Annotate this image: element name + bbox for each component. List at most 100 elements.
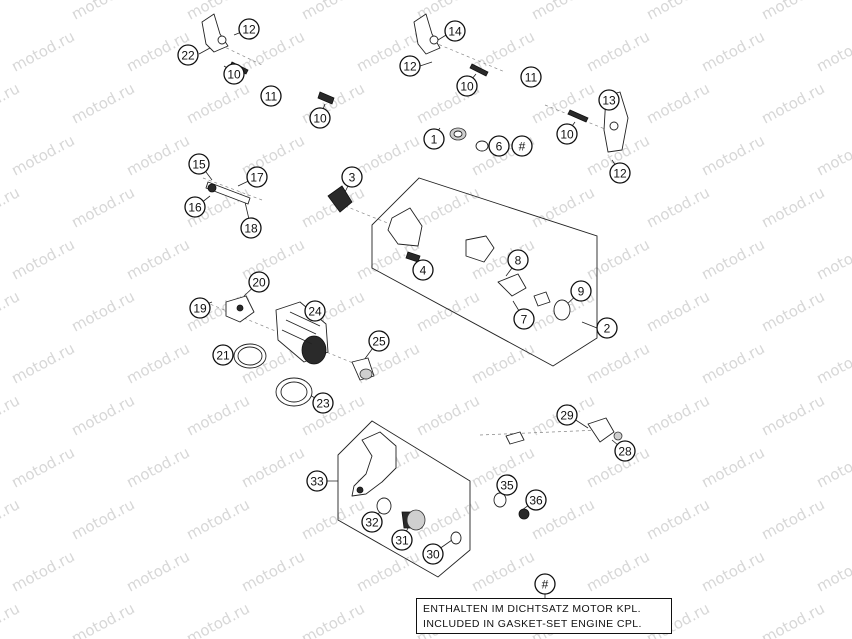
watermark-text: motod.ru [698,443,767,491]
watermark-text: motod.ru [0,599,23,639]
callout-label: 9 [578,285,585,299]
callout-label: 21 [216,349,230,363]
watermark-text: motod.ru [123,339,192,387]
callout-7: 7 [513,308,535,330]
callout-label: 7 [521,313,528,327]
watermark-text: motod.ru [813,443,852,491]
callout-10: 10 [223,63,245,85]
watermark-text: motod.ru [0,0,23,24]
watermark-text: motod.ru [68,79,137,127]
watermark-text: motod.ru [68,391,137,439]
callout-label: 24 [308,305,322,319]
callout-4: 4 [412,259,434,281]
watermark-text: motod.ru [758,0,827,24]
watermark-text: motod.ru [123,235,192,283]
gasket-21 [233,343,267,369]
callout-label: 31 [395,534,409,548]
callout-8: 8 [507,249,529,271]
watermark-text: motod.ru [298,79,367,127]
callout-3: 3 [341,166,363,188]
watermark-text: motod.ru [298,599,367,639]
watermark-text: motod.ru [298,495,367,543]
callout-label: 23 [316,397,330,411]
callout-18: 18 [240,217,262,239]
callout-25: 25 [368,330,390,352]
bearing-ring-1 [449,127,467,141]
spring-10-right [567,109,589,123]
shift-fork-14 [413,13,441,55]
callout-label: # [542,578,549,592]
callout-13: 13 [598,89,620,111]
watermark-text: motod.ru [583,27,652,75]
seal-35-nut-36 [493,492,530,520]
spring-10-top-middle [469,63,489,77]
bolt-25 [351,357,375,381]
watermark-text: motod.ru [698,27,767,75]
callout-label: 13 [602,94,616,108]
callout-24: 24 [304,300,326,322]
watermark-text: motod.ru [298,183,367,231]
shift-shaft-28-29 [505,417,623,445]
callout-label: 12 [613,167,627,181]
callout-label: 22 [181,49,195,63]
callout-label: 10 [313,112,327,126]
watermark-text: motod.ru [8,339,77,387]
callout-label: 12 [403,60,417,74]
watermark-text: motod.ru [68,495,137,543]
callout-22: 22 [177,44,199,66]
callout-23: 23 [312,392,334,414]
watermark-text: motod.ru [583,547,652,595]
watermark-text: motod.ru [468,339,537,387]
callout-label: 36 [529,494,543,508]
watermark-text: motod.ru [183,391,252,439]
gasket-set-note: ENTHALTEN IM DICHTSATZ MOTOR KPL. INCLUD… [416,598,672,634]
watermark-text: motod.ru [183,0,252,24]
callout-layer: 12346#7891010101011111212121314151617181… [177,18,636,595]
callout-12: 12 [399,55,421,77]
callout-19: 19 [189,297,211,319]
callout-11: 11 [520,66,542,88]
callout-label: 1 [431,133,438,147]
callout-label: 2 [604,322,611,336]
watermark-text: motod.ru [468,547,537,595]
shift-lever-frame [337,420,471,578]
callout-label: # [519,140,526,154]
watermark-text: motod.ru [0,183,23,231]
callout-label: 35 [500,479,514,493]
callout-hash: # [534,573,556,595]
watermark-text: motod.ru [183,599,252,639]
callout-35: 35 [496,474,518,496]
watermark-text: motod.ru [123,547,192,595]
callout-label: 33 [310,475,324,489]
watermark-text: motod.ru [413,287,482,335]
callout-10: 10 [456,75,478,97]
shift-drum-bearing-3 [327,185,353,213]
callout-32: 32 [361,511,383,533]
callout-label: 30 [426,548,440,562]
callout-30: 30 [422,543,444,565]
spring-30-31-32 [376,497,462,545]
callout-label: 10 [460,80,474,94]
watermark-text: motod.ru [758,79,827,127]
watermark-text: motod.ru [758,183,827,231]
watermark-text: motod.ru [758,391,827,439]
callout-31: 31 [391,529,413,551]
callout-label: 15 [192,158,206,172]
callout-12: 12 [609,162,631,184]
watermark-text: motod.ru [8,131,77,179]
callout-label: 11 [525,71,538,85]
watermark-text: motod.ru [238,235,307,283]
callout-label: 29 [560,409,574,423]
callout-29: 29 [556,404,578,426]
pin-10-left [317,91,335,105]
callout-1: 1 [423,128,445,150]
shift-lever-33 [351,431,397,497]
callout-10: 10 [556,123,578,145]
watermark-text: motod.ru [68,0,137,24]
watermark-text: motod.ru [183,495,252,543]
watermark-text: motod.ru [353,547,422,595]
callout-17: 17 [246,166,268,188]
watermark-text: motod.ru [238,443,307,491]
watermark-text: motod.ru [123,131,192,179]
